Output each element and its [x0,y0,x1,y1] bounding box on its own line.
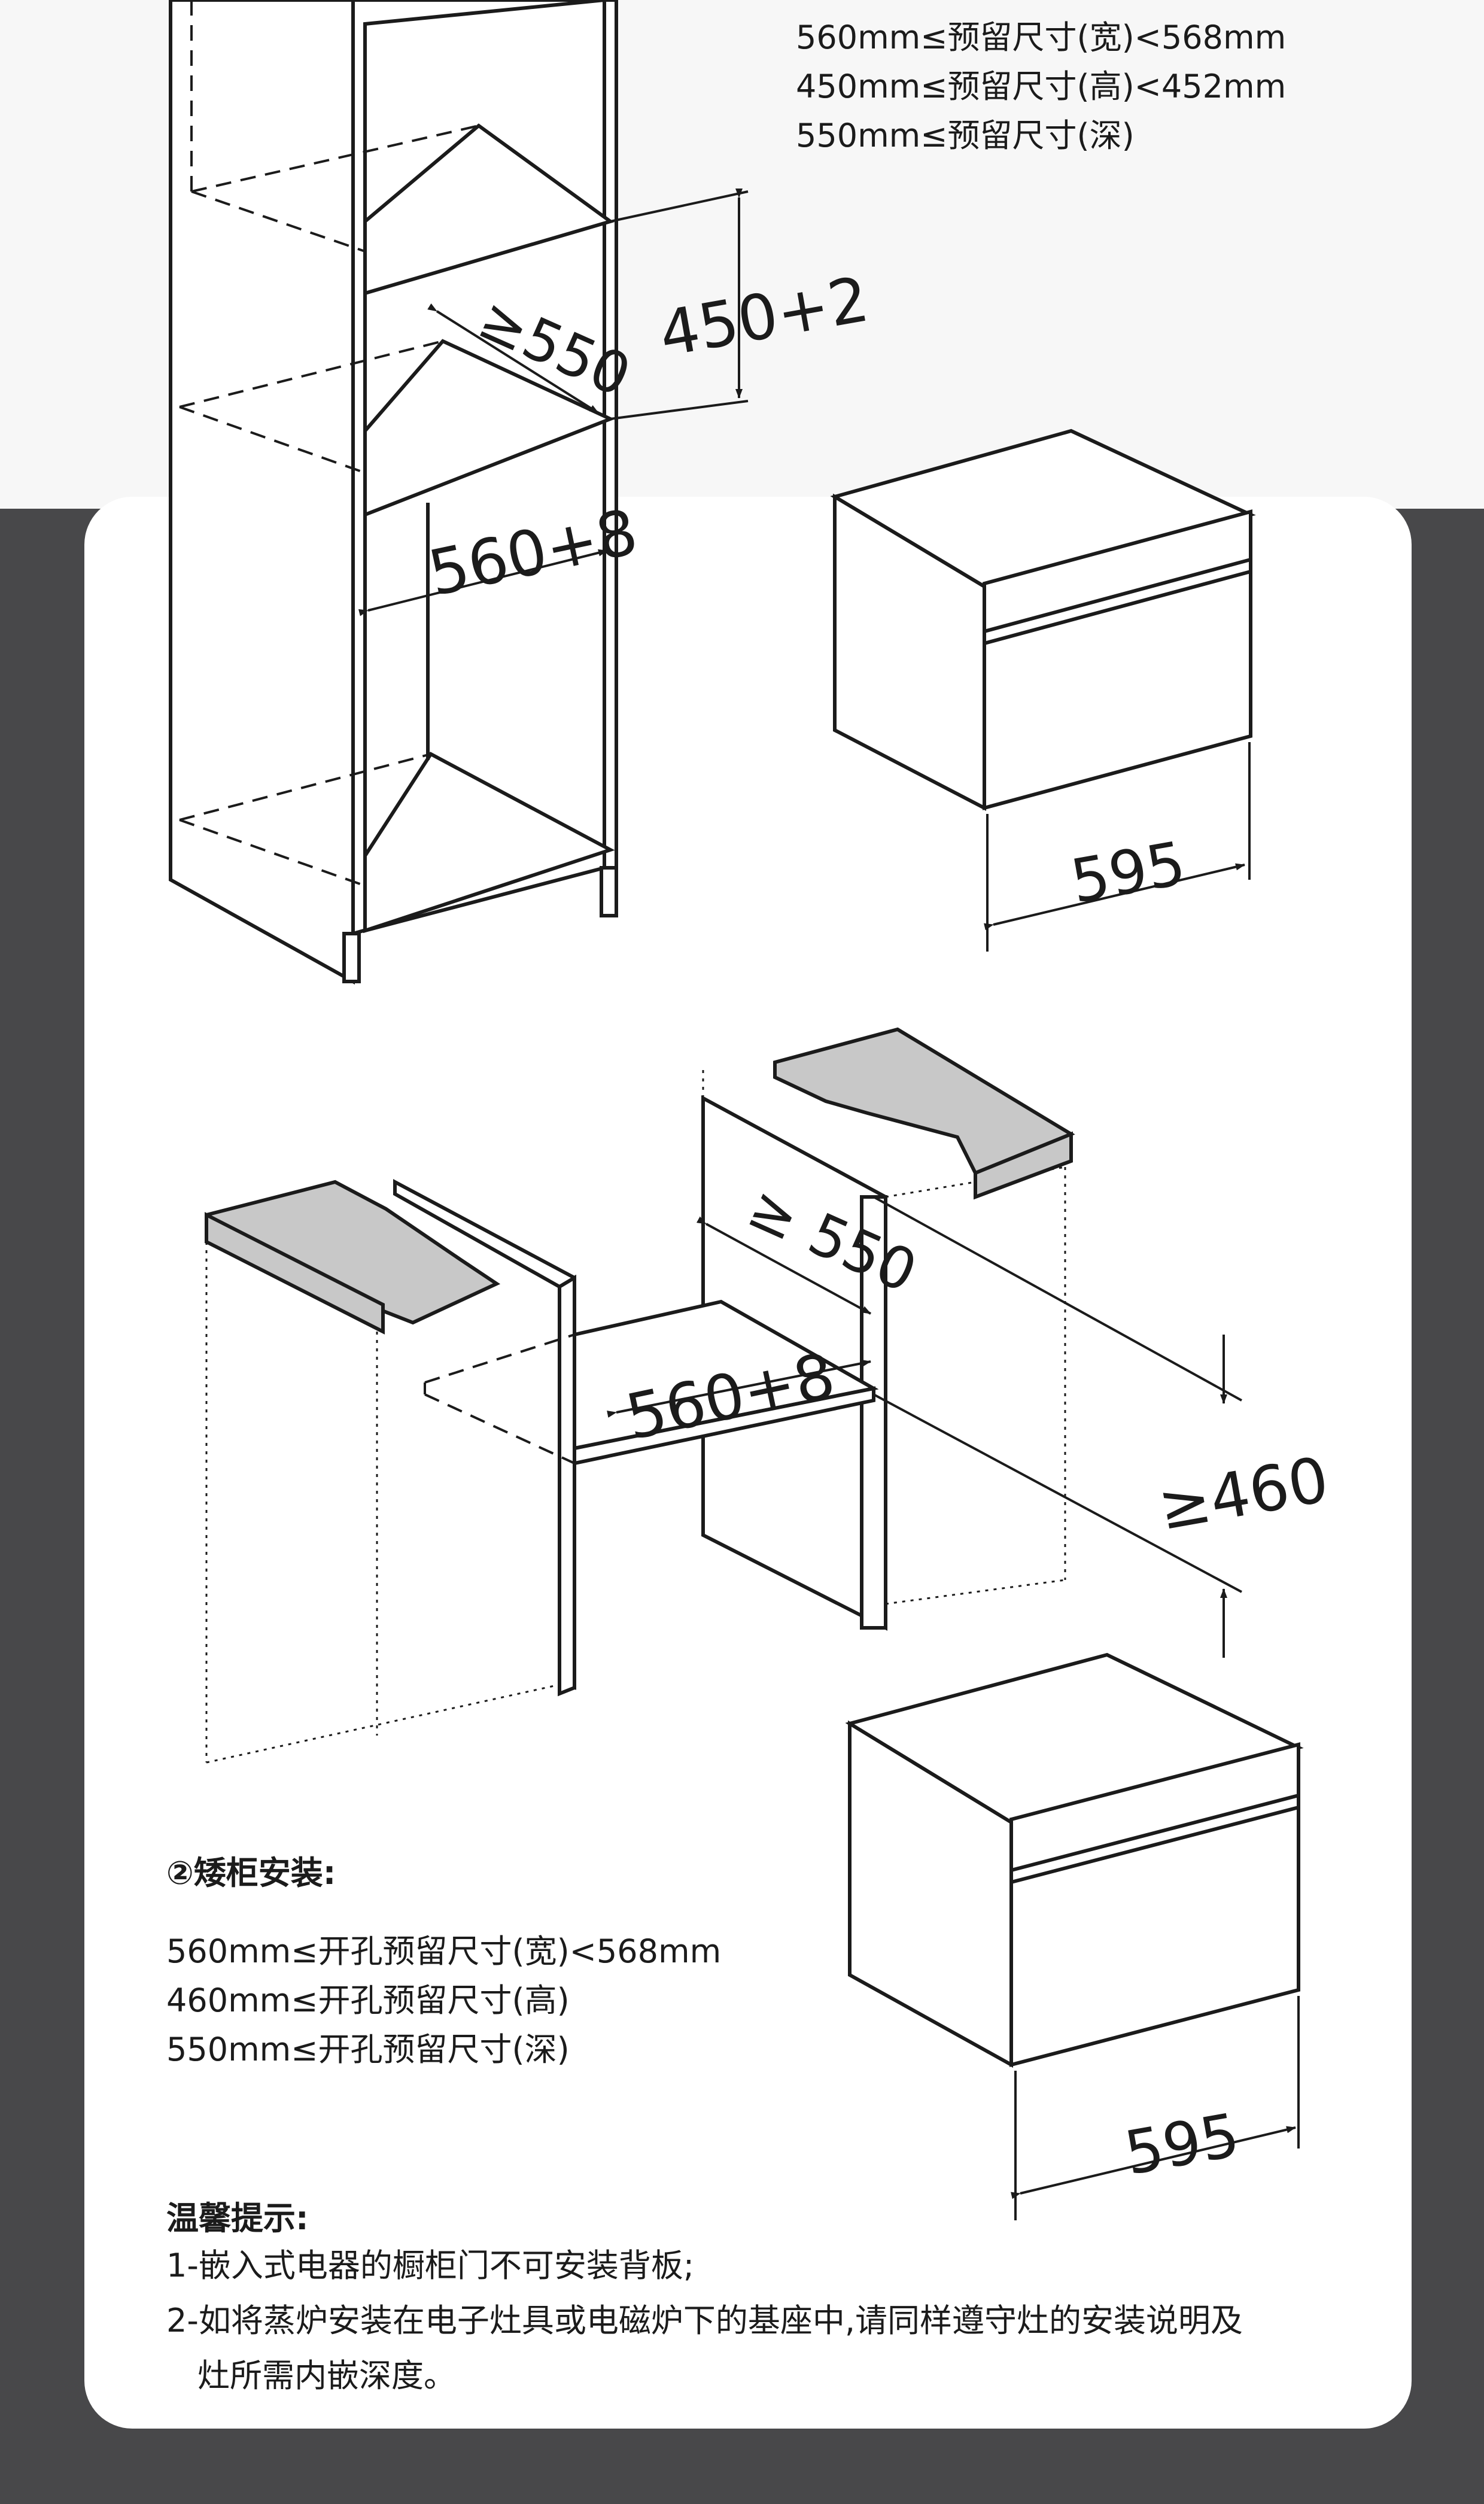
appliance-1-drawing [830,429,1256,811]
tall-cabinet-dimension-lines [358,189,749,616]
tips-list: 1-嵌入式电器的橱柜门不可安装背板; 2-如将蒸炉安装在电子灶具或电磁炉下的基座… [166,2238,1243,2403]
low-spec-height: 460mm≤开孔预留尺寸(高) [166,1982,570,2019]
tall-spec-height: 450mm≤预留尺寸(高)<452mm [796,68,1287,105]
appliance-2-width-label: 595 [1120,2100,1244,2189]
low-cabinet-dimension-lines [607,1196,1242,1658]
low-spec-width: 560mm≤开孔预留尺寸(宽)<568mm [166,1932,722,1970]
tip-item-2: 2-如将蒸炉安装在电子灶具或电磁炉下的基座中,请同样遵守灶的安装说明及 [166,2302,1243,2339]
low-cabinet-drawing [205,1027,1075,1697]
low-spec-depth: 550mm≤开孔预留尺寸(深) [166,2031,570,2068]
tip-item-2-continued: 灶所需内嵌深度。 [197,2357,456,2394]
low-cabinet-title: ②矮柜安装: [166,1854,336,1892]
tall-height-label: 450+2 [654,263,874,371]
tall-cabinet-drawing [169,0,618,985]
appliance-2-drawing [845,1652,1304,2068]
tips-title: 温馨提示: [166,2199,309,2237]
tall-cabinet-specs: 560mm≤预留尺寸(宽)<568mm 450mm≤预留尺寸(高)<452mm … [796,13,1286,160]
appliance-2-dimension [1011,1996,1300,2220]
tall-cabinet-dashed-lines [179,0,479,887]
tip-item-1: 1-嵌入式电器的橱柜门不可安装背板; [166,2247,695,2284]
tall-spec-depth: 550mm≤预留尺寸(深) [796,117,1135,154]
low-cabinet-dashed-lines [424,1333,575,1464]
low-height-label: ≥460 [1153,1443,1334,1545]
low-cabinet-specs: 560mm≤开孔预留尺寸(宽)<568mm 460mm≤开孔预留尺寸(高) 55… [166,1927,721,2074]
appliance-1-width-label: 595 [1066,828,1190,917]
tall-spec-width: 560mm≤预留尺寸(宽)<568mm [796,19,1287,56]
appliance-1-dimension [984,742,1251,952]
